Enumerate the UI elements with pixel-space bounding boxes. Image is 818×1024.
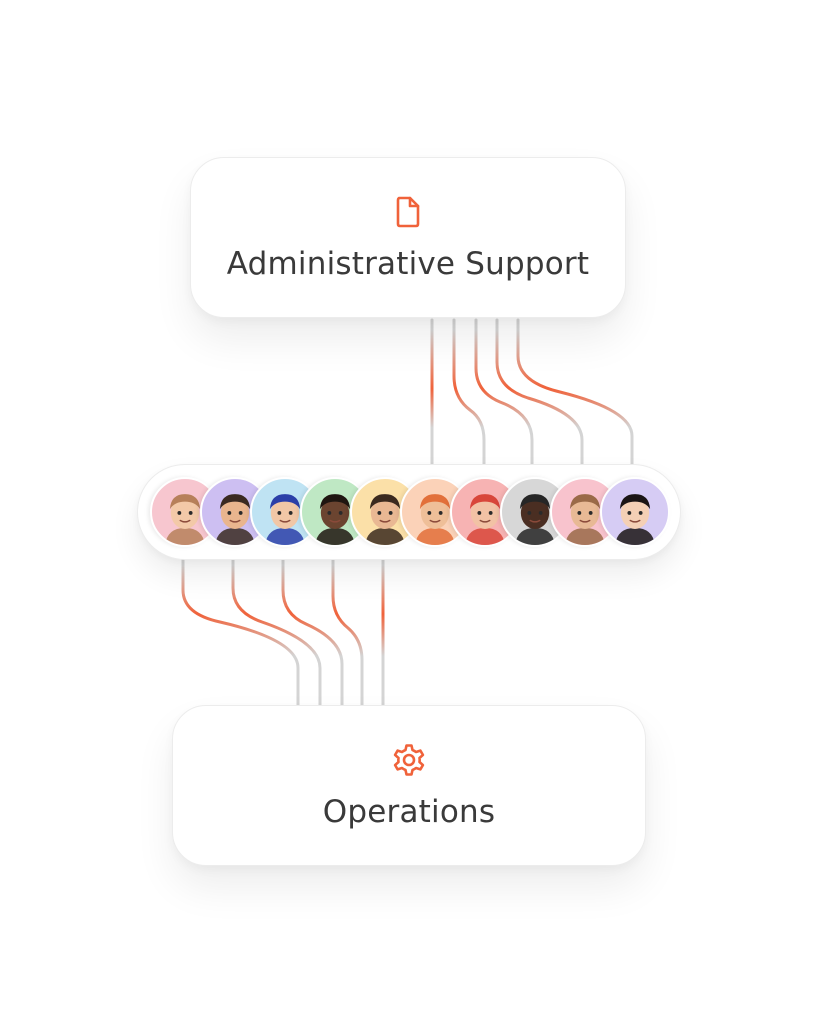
avatar[interactable] [600, 477, 670, 547]
avatar-memoji-icon [365, 494, 405, 545]
connector-bottom-2 [231, 558, 322, 707]
avatar-memoji-icon [615, 494, 655, 545]
avatar-memoji-icon [515, 494, 555, 545]
connector-top-2 [452, 318, 486, 466]
avatar-memoji-icon [315, 494, 355, 545]
node-operations[interactable]: Operations [172, 705, 646, 866]
connector-top-4 [495, 318, 584, 466]
avatar-memoji-icon [565, 494, 605, 545]
node-label: Operations [322, 793, 496, 830]
document-icon [396, 196, 420, 227]
avatar-memoji-icon [415, 494, 455, 545]
connector-bottom-1 [181, 558, 300, 707]
avatar-memoji-icon [165, 494, 205, 545]
gear-icon [393, 743, 425, 776]
connector-bottom-4 [331, 558, 364, 707]
connector-bottom-3 [281, 558, 344, 707]
team-avatar-group [137, 464, 681, 560]
avatar-memoji-icon [215, 494, 255, 545]
connector-top-3 [474, 318, 534, 466]
avatar-memoji-icon [465, 494, 505, 545]
connector-top-5 [516, 318, 634, 466]
node-administrative-support[interactable]: Administrative Support [190, 157, 626, 318]
node-label: Administrative Support [226, 245, 590, 282]
avatar-memoji-icon [265, 494, 305, 545]
